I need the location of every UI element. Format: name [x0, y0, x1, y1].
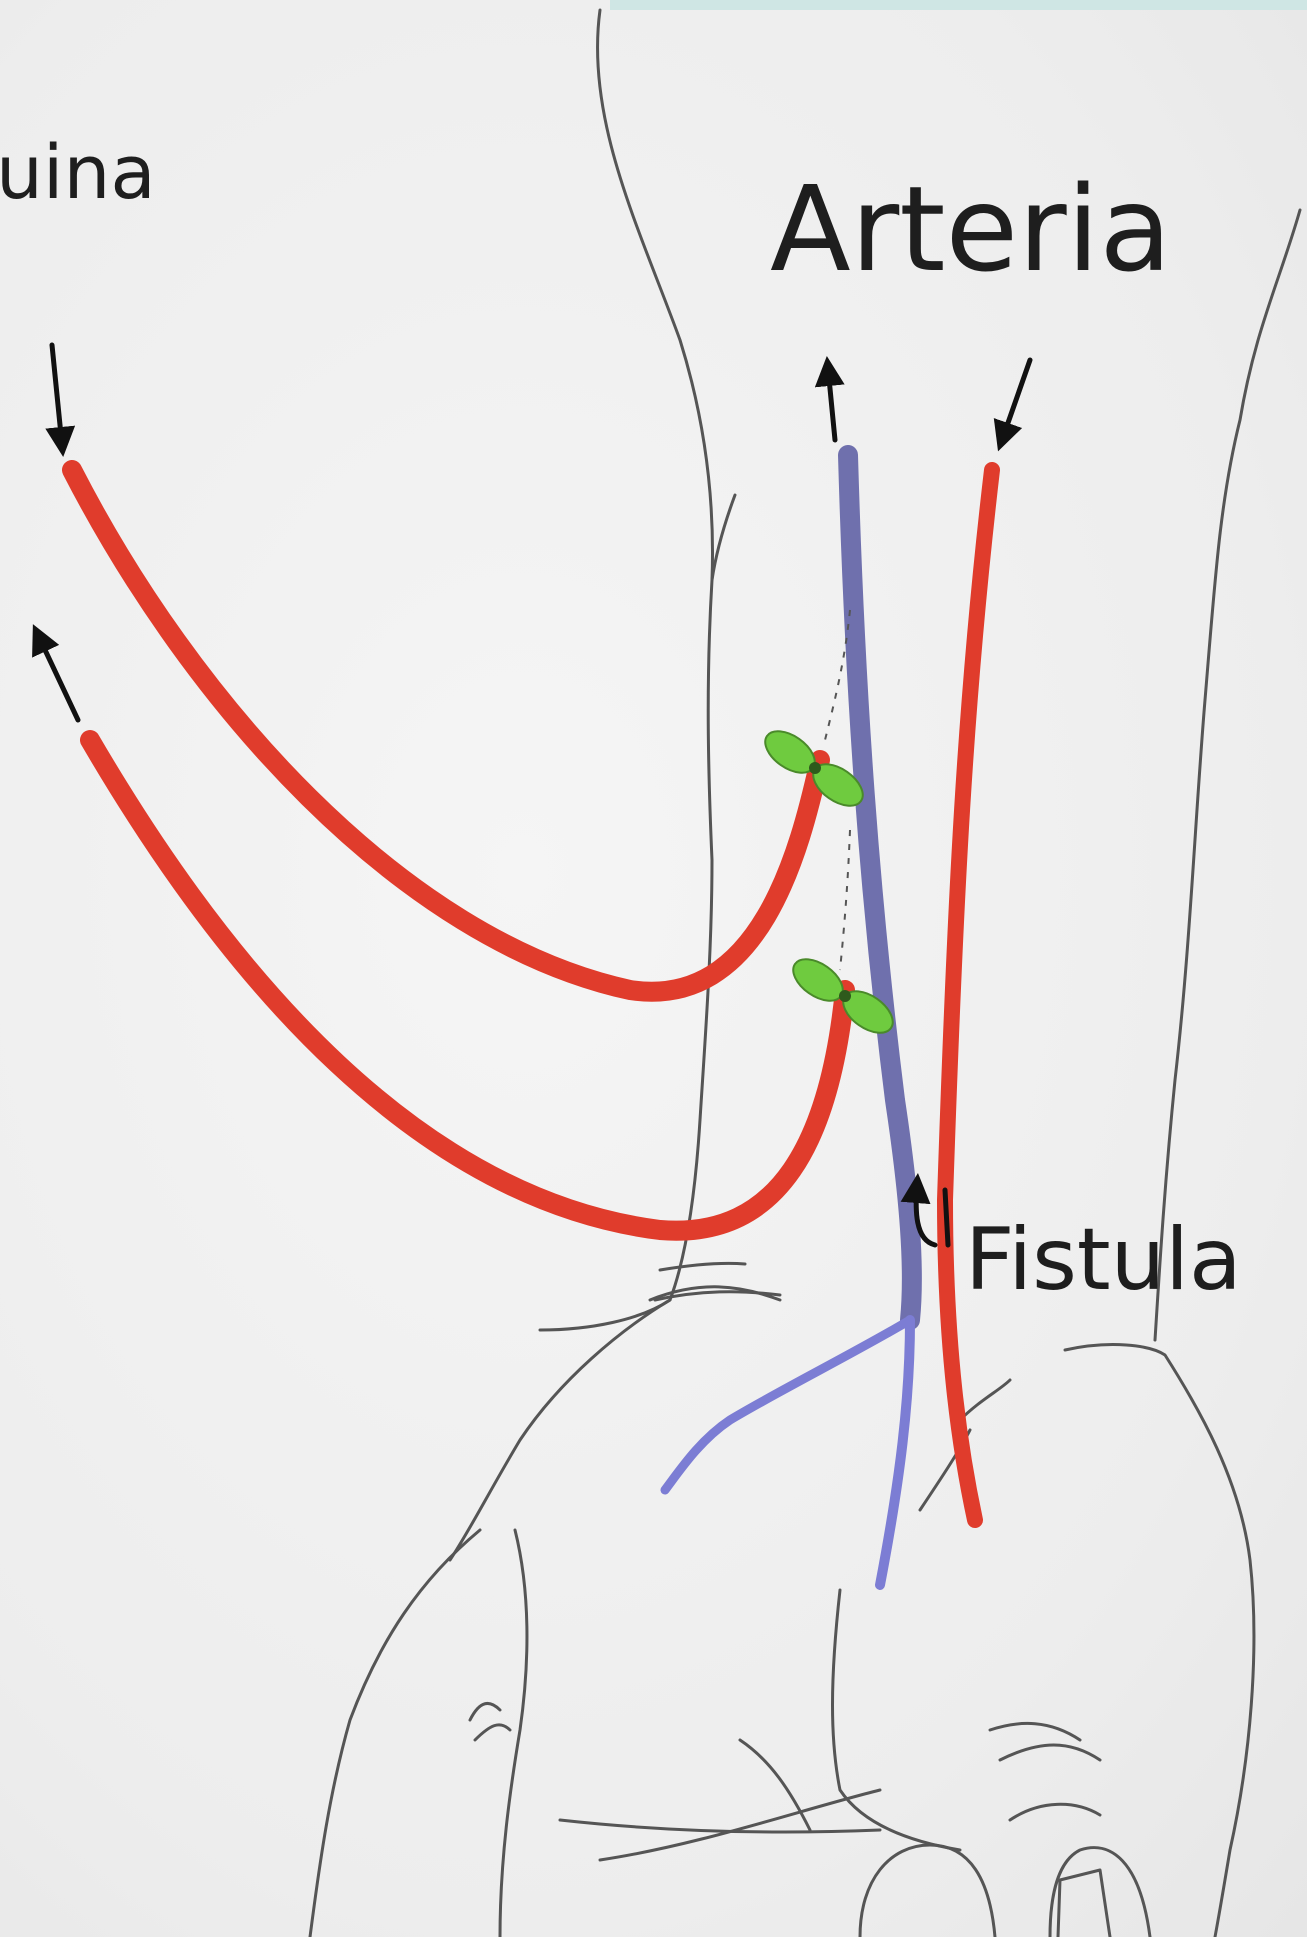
thenar-line-1: [470, 1703, 500, 1720]
palm-crease-6: [740, 1740, 810, 1830]
finger-crease: [1010, 1804, 1100, 1820]
arrow-graft-in: [52, 345, 62, 445]
forearm-left-contour: [540, 10, 713, 1330]
vein-vessel: [848, 455, 912, 1320]
graft-lower-loop: [90, 740, 845, 1231]
palm-crease-1: [560, 1820, 880, 1832]
wrist-lines-left: [655, 1263, 780, 1300]
forearm-right-contour: [1155, 210, 1300, 1340]
palm-crease-2: [600, 1790, 880, 1860]
wrist-line: [450, 1300, 670, 1560]
fistula-connector: [945, 1190, 948, 1245]
label-top-left: uina: [0, 130, 156, 216]
thenar-line-2: [475, 1725, 510, 1740]
vein-branch-left: [665, 1320, 910, 1490]
palm-crease-5: [1000, 1745, 1100, 1760]
arrow-graft-out: [38, 635, 78, 720]
artery-vessel: [945, 470, 992, 1520]
finger-1: [860, 1845, 995, 1937]
forearm-crease: [712, 495, 735, 580]
fingernail: [1058, 1870, 1110, 1937]
vein-branch-lower: [880, 1320, 910, 1585]
palm-crease-3: [833, 1590, 961, 1850]
flow-arrows: [38, 345, 1030, 1245]
finger-2: [1050, 1848, 1150, 1937]
wrist-tendon-1: [960, 1380, 1010, 1420]
hand-inner-contour: [500, 1530, 527, 1937]
palm-crease-4: [990, 1723, 1080, 1740]
hand-left-edge: [310, 1530, 480, 1937]
arrow-vein-out: [828, 368, 835, 440]
label-arteria: Arteria: [770, 160, 1172, 298]
arrow-artery-in: [1002, 360, 1030, 440]
label-fistula: Fistula: [965, 1210, 1242, 1310]
